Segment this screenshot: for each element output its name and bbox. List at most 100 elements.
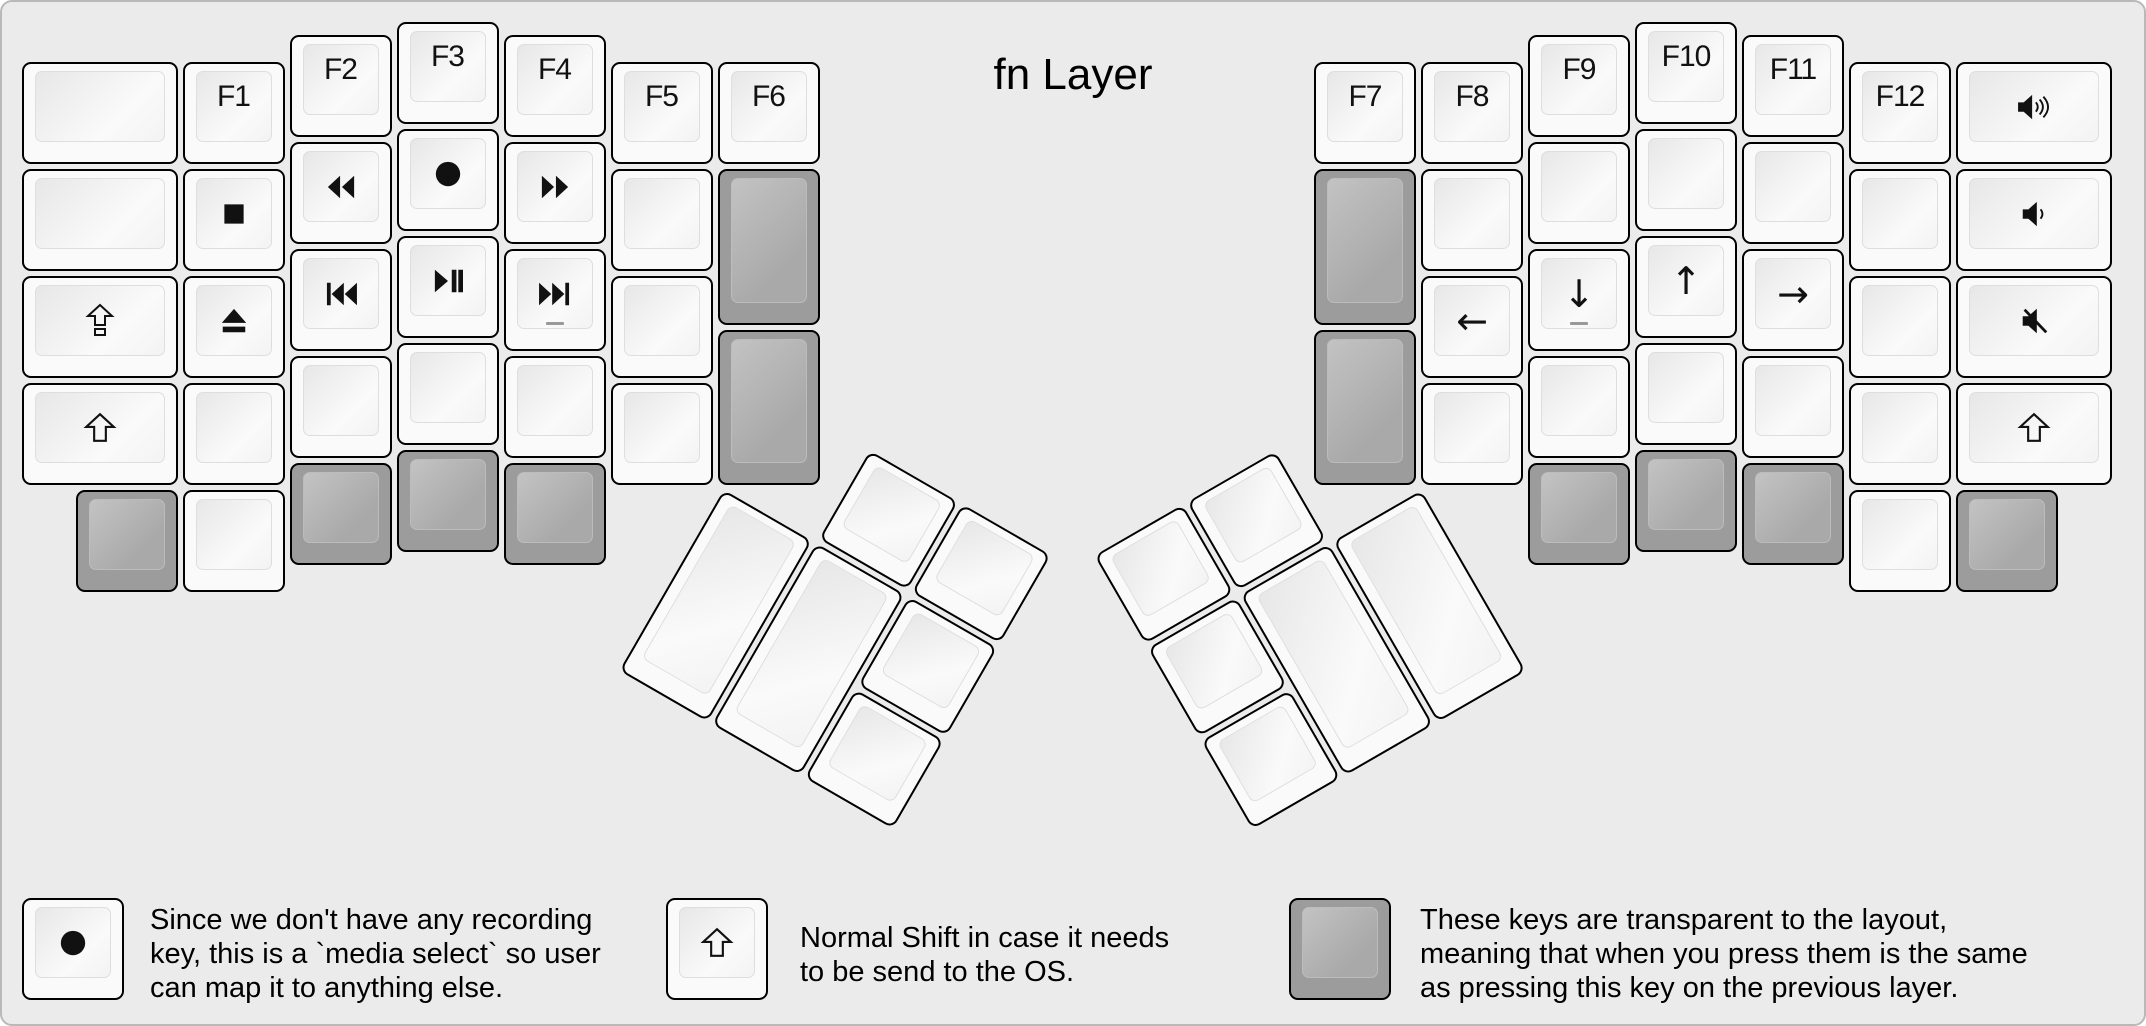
key-blank[interactable] <box>1849 490 1951 593</box>
keycap-top <box>1648 138 1724 209</box>
key-f4[interactable]: F4 <box>503 35 606 138</box>
key-f5[interactable]: F5 <box>610 62 713 165</box>
key-blank[interactable] <box>289 356 392 459</box>
key-stop[interactable] <box>182 169 285 272</box>
key-f7[interactable]: F7 <box>1314 62 1416 165</box>
key-label: F12 <box>1875 80 1926 114</box>
key-transparent[interactable] <box>1635 450 1737 552</box>
key-arrow-down[interactable]: ↓ <box>1528 249 1630 352</box>
rewind-icon <box>324 172 358 202</box>
key-blank[interactable] <box>1635 343 1737 445</box>
key-f12[interactable]: F12 <box>1849 62 1951 165</box>
keycap-top <box>730 71 807 143</box>
prev-track-icon <box>323 279 359 309</box>
keycap-top <box>1434 285 1510 357</box>
key-blank[interactable] <box>1849 383 1951 486</box>
key-transparent[interactable] <box>717 329 820 486</box>
key-blank[interactable] <box>22 62 178 165</box>
key-transparent[interactable] <box>1528 463 1630 566</box>
key-transparent[interactable] <box>503 463 606 566</box>
homing-bar <box>1570 322 1588 326</box>
key-blank[interactable] <box>1742 356 1844 459</box>
key-blank[interactable] <box>22 169 178 272</box>
key-label: F4 <box>537 53 572 87</box>
key-blank[interactable] <box>182 383 285 486</box>
keycap-top <box>409 459 486 530</box>
mute-icon <box>2018 305 2050 337</box>
key-f6[interactable]: F6 <box>717 62 820 165</box>
key-transparent[interactable] <box>1742 463 1844 566</box>
key-blank[interactable] <box>610 383 713 486</box>
key-shift-left[interactable] <box>22 383 178 486</box>
key-arrow-left[interactable]: ← <box>1421 276 1523 379</box>
key-f2[interactable]: F2 <box>289 35 392 138</box>
keycap-top <box>516 365 593 437</box>
key-fast-forward[interactable] <box>503 142 606 245</box>
key-eject[interactable] <box>182 276 285 379</box>
keycap-top <box>1327 178 1403 303</box>
key-label: F5 <box>644 80 679 114</box>
key-volume-up[interactable] <box>1956 62 2112 165</box>
keycap-top <box>1541 365 1617 437</box>
key-transparent[interactable] <box>289 463 392 566</box>
legend-text-line: These keys are transparent to the layout… <box>1420 904 1948 936</box>
keycap-top <box>1862 71 1938 143</box>
key-blank[interactable] <box>610 276 713 379</box>
legend-text-line: Since we don't have any recording <box>150 904 593 936</box>
key-blank[interactable] <box>1421 169 1523 272</box>
key-transparent[interactable] <box>1956 490 2058 593</box>
key-blank[interactable] <box>1849 276 1951 379</box>
key-blank[interactable] <box>503 356 606 459</box>
key-record-media-select[interactable] <box>396 129 499 231</box>
key-play-pause[interactable] <box>396 236 499 338</box>
key-transparent[interactable] <box>717 169 820 325</box>
key-shift-right[interactable] <box>1956 383 2112 486</box>
legend-text-line: to be send to the OS. <box>800 956 1075 988</box>
keycap-top <box>1862 285 1938 357</box>
key-label: F3 <box>430 40 465 73</box>
key-transparent[interactable] <box>1314 329 1416 486</box>
fast-forward-icon <box>538 172 572 202</box>
key-f1[interactable]: F1 <box>182 62 285 165</box>
key-blank[interactable] <box>1849 169 1951 272</box>
key-f10[interactable]: F10 <box>1635 22 1737 124</box>
key-f8[interactable]: F8 <box>1421 62 1523 165</box>
key-blank[interactable] <box>396 343 499 445</box>
key-blank[interactable] <box>610 169 713 272</box>
key-rewind[interactable] <box>289 142 392 245</box>
keycap-top <box>1541 44 1617 116</box>
key-arrow-up[interactable]: ↑ <box>1635 236 1737 338</box>
key-blank[interactable] <box>1635 129 1737 231</box>
key-transparent[interactable] <box>396 450 499 552</box>
keycap-top <box>409 31 486 102</box>
key-blank[interactable] <box>1528 356 1630 459</box>
key-prev-track[interactable] <box>289 249 392 352</box>
key-arrow-right[interactable]: → <box>1742 249 1844 352</box>
key-blank[interactable] <box>1528 142 1630 245</box>
key-f3[interactable]: F3 <box>396 22 499 124</box>
key-caps-lock[interactable] <box>22 276 178 379</box>
keycap-top <box>730 338 807 464</box>
key-blank[interactable] <box>182 490 285 593</box>
key-blank[interactable] <box>1742 142 1844 245</box>
keycap-top <box>1541 151 1617 223</box>
keycap-top <box>1327 71 1403 143</box>
keycap-top <box>1862 499 1938 571</box>
key-mute[interactable] <box>1956 276 2112 379</box>
legend-text-line: meaning that when you press them is the … <box>1420 938 2028 970</box>
key-blank[interactable] <box>1421 383 1523 486</box>
key-f11[interactable]: F11 <box>1742 35 1844 138</box>
key-transparent[interactable] <box>1314 169 1416 325</box>
key-volume-down[interactable] <box>1956 169 2112 272</box>
next-track-icon <box>537 279 573 309</box>
keycap-top <box>195 71 272 143</box>
keycap-top <box>1541 472 1617 544</box>
capslock-icon <box>84 303 116 339</box>
keycap-top <box>1862 392 1938 464</box>
key-label: F9 <box>1562 53 1596 87</box>
key-f9[interactable]: F9 <box>1528 35 1630 138</box>
keycap-top <box>195 392 272 464</box>
key-next-track[interactable] <box>503 249 606 352</box>
keycap-top <box>35 71 165 143</box>
key-transparent[interactable] <box>75 490 178 593</box>
